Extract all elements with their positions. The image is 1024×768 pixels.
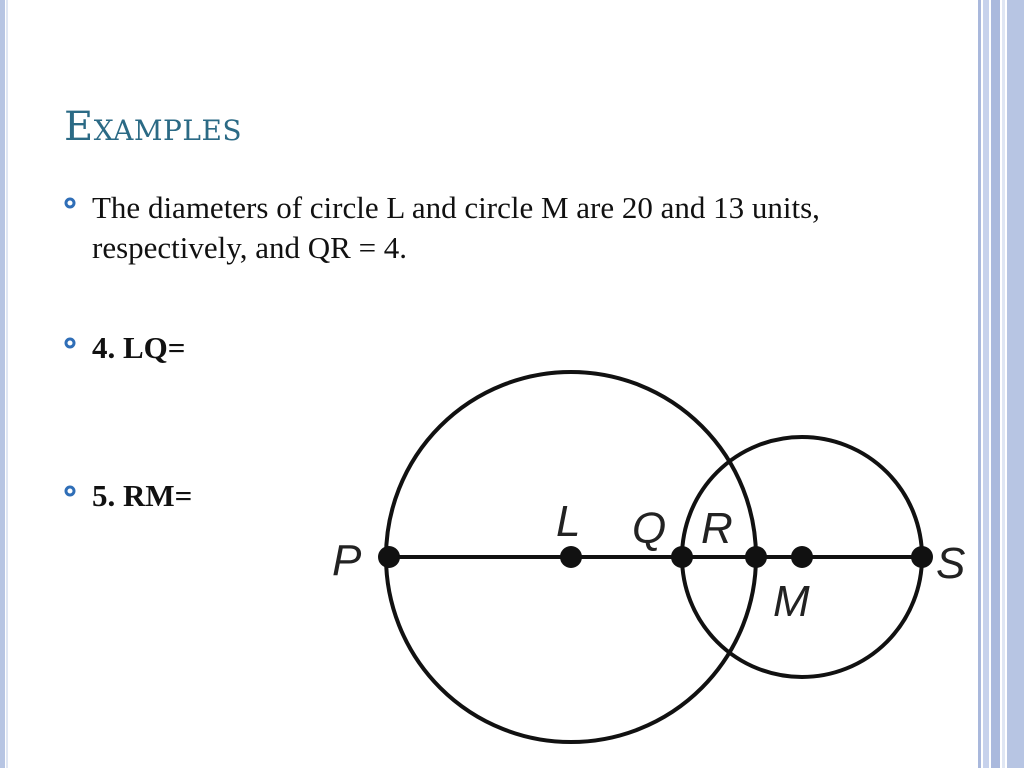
right-border-decoration (978, 0, 1024, 768)
point-p (378, 546, 400, 568)
point-s (911, 546, 933, 568)
point-r (745, 546, 767, 568)
bullet-text: The diameters of circle L and circle M a… (92, 190, 820, 265)
label-s: S (936, 539, 965, 588)
point-l (560, 546, 582, 568)
bullet-circle-icon (64, 197, 76, 209)
point-m (791, 546, 813, 568)
right-border-stripe (978, 0, 981, 768)
point-q (671, 546, 693, 568)
bullet-circle-icon (64, 337, 76, 349)
bullet-text: 5. RM= (92, 478, 193, 513)
right-border-stripe (1002, 0, 1005, 768)
label-r: R (701, 504, 733, 553)
slide-title: Examples (64, 104, 243, 150)
right-border-stripe (983, 0, 989, 768)
left-border-stripe (0, 0, 5, 768)
label-p: P (332, 536, 362, 585)
label-l: L (556, 497, 580, 546)
bullet-item: The diameters of circle L and circle M a… (64, 188, 884, 268)
circles-diagram: P L Q R M S (332, 370, 965, 744)
right-border-stripe (1007, 0, 1024, 768)
label-q: Q (632, 504, 666, 553)
label-m: M (773, 577, 810, 626)
bullet-text: 4. LQ= (92, 330, 186, 365)
left-border-inner-stripe (6, 0, 8, 768)
bullet-circle-icon (64, 485, 76, 497)
right-border-stripe (991, 0, 1000, 768)
bullet-item: 5. RM= (64, 476, 192, 516)
bullet-item: 4. LQ= (64, 328, 185, 368)
